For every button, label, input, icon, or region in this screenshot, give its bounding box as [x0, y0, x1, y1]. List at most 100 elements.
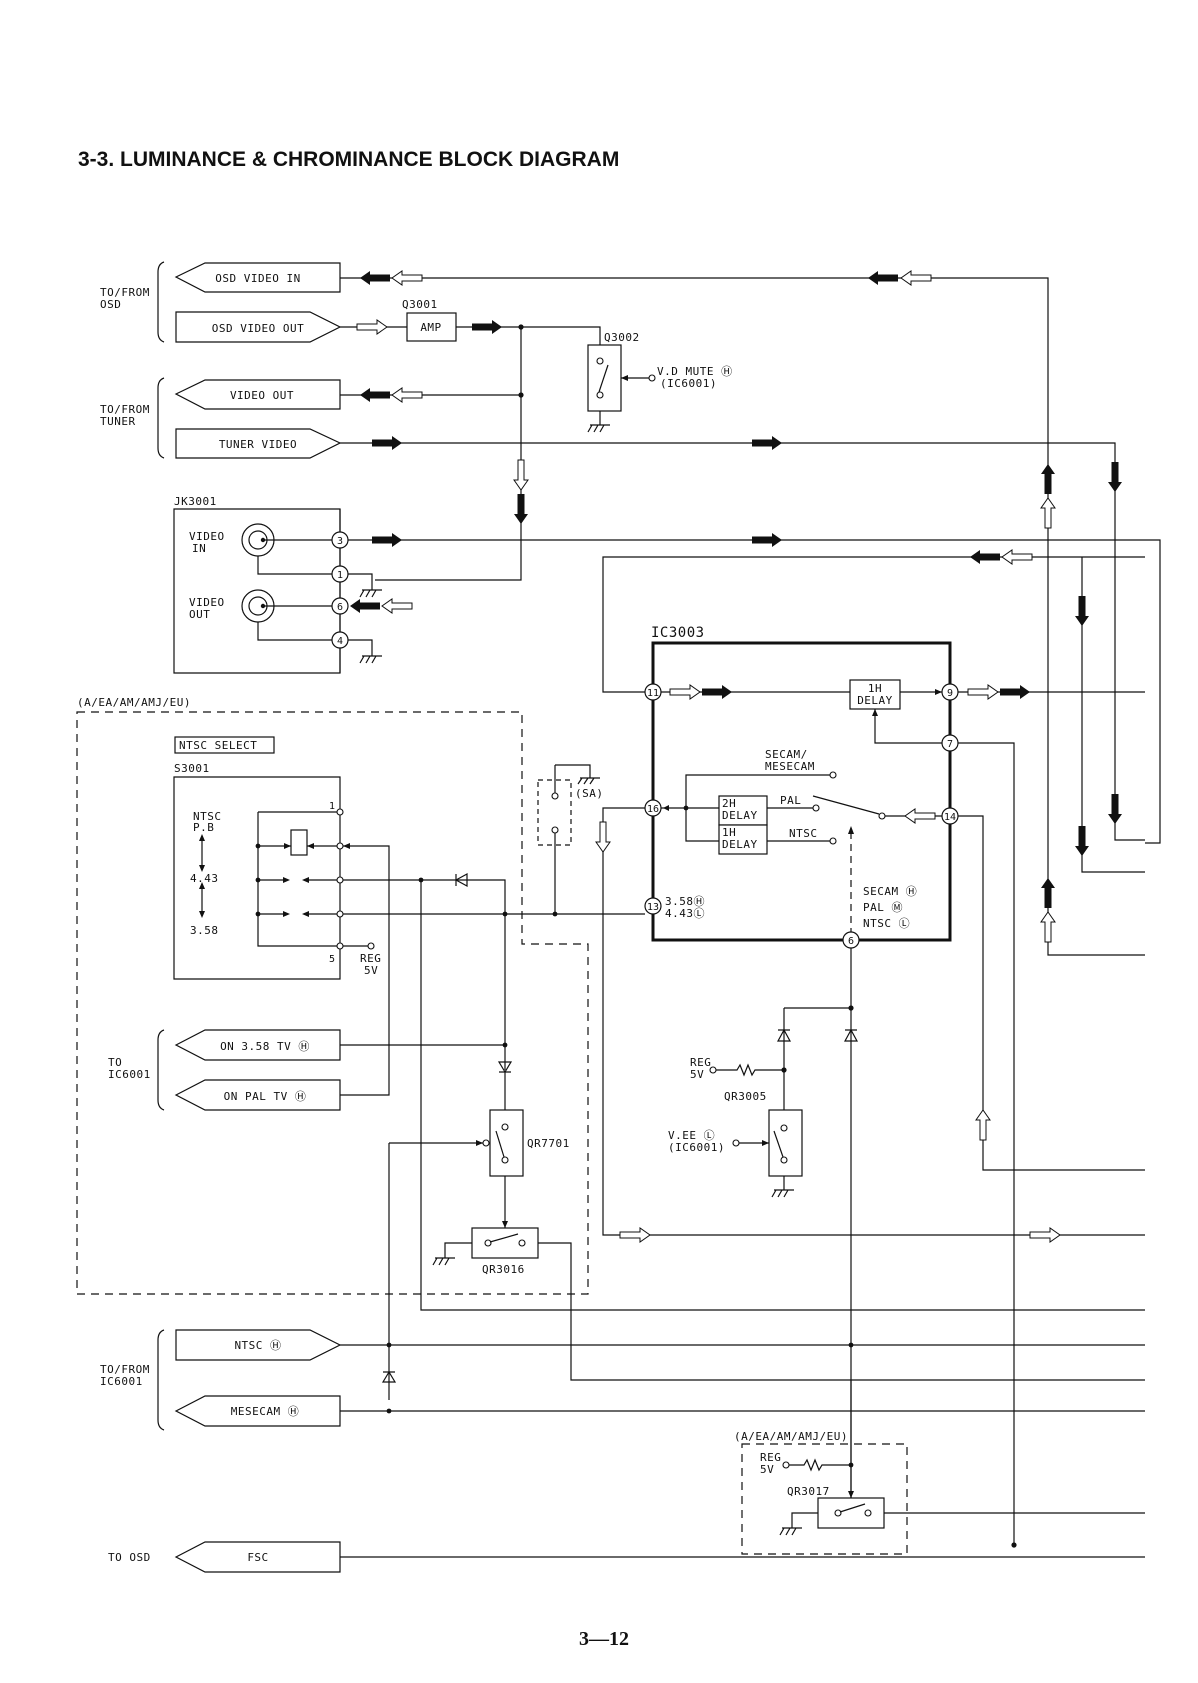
svg-text:NTSC SELECT: NTSC SELECT — [179, 739, 257, 752]
svg-text:1H: 1H — [868, 682, 882, 695]
svg-text:1H: 1H — [722, 826, 736, 839]
group-label-osd-1: TO/FROM — [100, 286, 150, 299]
arrow-hollow-icon — [391, 387, 423, 403]
arrow-black-icon — [868, 271, 898, 285]
arrow-hollow-icon — [1001, 549, 1033, 565]
wire-tuner-video — [340, 442, 1145, 841]
svg-text:P.B: P.B — [193, 821, 214, 834]
svg-text:1: 1 — [337, 570, 343, 581]
ground-icon — [432, 1242, 472, 1266]
svg-text:PAL: PAL — [780, 794, 801, 807]
svg-text:5V: 5V — [760, 1463, 774, 1476]
svg-text:ON 3.58 TV Ⓗ: ON 3.58 TV Ⓗ — [220, 1040, 310, 1053]
svg-text:NTSC: NTSC — [789, 827, 818, 840]
svg-text:11: 11 — [647, 688, 659, 699]
resistor-icon — [789, 1458, 851, 1472]
arrow-black-icon — [360, 271, 390, 285]
svg-text:IN: IN — [192, 542, 206, 555]
svg-text:13: 13 — [647, 902, 659, 913]
svg-text:VIDEO: VIDEO — [189, 530, 225, 543]
svg-text:3.58Ⓗ: 3.58Ⓗ — [665, 895, 705, 908]
svg-text:REG: REG — [690, 1056, 711, 1069]
wire-right-b — [1081, 557, 1145, 873]
svg-text:QR3017: QR3017 — [787, 1485, 830, 1498]
arrow-hollow-icon — [391, 270, 423, 286]
arrow-head — [343, 843, 350, 849]
group-label-osd-2: OSD — [100, 298, 121, 311]
arrow-black-icon — [514, 494, 528, 524]
group-label-to-osd: TO OSD — [108, 1551, 151, 1564]
svg-text:NTSC Ⓗ: NTSC Ⓗ — [234, 1339, 281, 1352]
svg-text:JK3001: JK3001 — [174, 495, 217, 508]
switch-q3002: Q3002 V.D MUTE Ⓗ (IC6001) — [587, 331, 733, 433]
wire-ic-pin14 — [958, 815, 1145, 1171]
wire-ic-pin11 — [602, 556, 1145, 693]
svg-text:DELAY: DELAY — [722, 809, 758, 822]
connector-on-pal-tv: ON PAL TV Ⓗ — [174, 1079, 341, 1111]
arrow-black-icon — [1041, 878, 1055, 908]
svg-text:9: 9 — [947, 688, 953, 699]
arrow-head — [502, 1221, 508, 1228]
group-label-ic6001-2: IC6001 — [108, 1068, 151, 1081]
junction-dot — [386, 1408, 392, 1414]
arrow-black-icon — [472, 320, 502, 334]
switch-s3001[interactable]: NTSC SELECT S3001 NTSC P.B 4.43 3.58 1 5… — [173, 736, 381, 980]
arrow-hollow-icon — [967, 684, 999, 700]
wire-amp-out — [456, 326, 601, 345]
svg-text:5V: 5V — [364, 964, 378, 977]
svg-text:TUNER VIDEO: TUNER VIDEO — [219, 438, 297, 451]
svg-text:V.EE Ⓛ: V.EE Ⓛ — [668, 1129, 715, 1142]
svg-text:5: 5 — [329, 954, 335, 965]
svg-text:DELAY: DELAY — [722, 838, 758, 851]
ground-icon — [771, 1176, 794, 1198]
svg-text:NTSC Ⓛ: NTSC Ⓛ — [863, 917, 910, 930]
connector-mesecam: MESECAM Ⓗ — [174, 1395, 341, 1427]
ground-icon — [348, 639, 382, 664]
svg-text:MESECAM Ⓗ: MESECAM Ⓗ — [231, 1405, 299, 1418]
svg-text:OSD VIDEO IN: OSD VIDEO IN — [215, 272, 300, 285]
region-boundary — [76, 711, 589, 1295]
svg-text:7: 7 — [947, 739, 953, 750]
svg-text:OUT: OUT — [189, 608, 210, 621]
ground-icon — [348, 573, 382, 598]
arrow-black-icon — [970, 550, 1000, 564]
arrow-black-icon — [350, 599, 380, 613]
group-label-ic6001b-1: TO/FROM — [100, 1363, 150, 1376]
switch-qr7701: QR7701 — [389, 1109, 570, 1177]
ground-icon — [779, 1512, 818, 1536]
junction-dot — [1011, 1542, 1017, 1548]
group-label-tuner-2: TUNER — [100, 415, 136, 428]
junction-dot — [502, 911, 508, 917]
svg-text:(IC6001): (IC6001) — [668, 1141, 725, 1154]
arrow-hollow-icon — [1029, 1227, 1061, 1243]
svg-text:OSD VIDEO OUT: OSD VIDEO OUT — [212, 322, 305, 335]
wire-ic-pin7 — [958, 742, 1015, 1545]
svg-text:VIDEO: VIDEO — [189, 596, 225, 609]
region-label-2: (A/EA/AM/AMJ/EU) — [734, 1430, 848, 1443]
jack-jk3001: JK3001 VIDEO IN VIDEO OUT 3 1 6 4 — [173, 495, 382, 674]
svg-text:4.43Ⓛ: 4.43Ⓛ — [665, 907, 705, 920]
arrow-black-icon — [1075, 826, 1089, 856]
svg-text:QR3005: QR3005 — [724, 1090, 767, 1103]
svg-text:3: 3 — [337, 536, 343, 547]
wire-video-bus — [375, 327, 522, 581]
arrow-black-icon — [1108, 794, 1122, 824]
ntsc-select-badge — [174, 736, 275, 754]
diode-icon — [381, 1370, 397, 1383]
svg-text:QR3016: QR3016 — [482, 1263, 525, 1276]
svg-text:QR7701: QR7701 — [527, 1137, 570, 1150]
junction-dot — [502, 1042, 508, 1048]
svg-text:V.D MUTE Ⓗ: V.D MUTE Ⓗ — [657, 365, 733, 378]
svg-text:3.58: 3.58 — [190, 924, 219, 937]
diode-icon — [454, 872, 468, 888]
svg-text:DELAY: DELAY — [857, 694, 893, 707]
ic-ic3003: IC3003 1H DELAY 11 9 7 SECAM/ MESECAM 2H… — [644, 625, 959, 949]
connector-osd-video-in: OSD VIDEO IN — [174, 262, 341, 293]
page-number: 3—12 — [579, 1628, 629, 1650]
svg-text:IC3003: IC3003 — [651, 625, 705, 641]
svg-text:14: 14 — [944, 812, 956, 823]
group-label-tuner-1: TO/FROM — [100, 403, 150, 416]
svg-text:NTSC: NTSC — [193, 810, 222, 823]
svg-text:4: 4 — [337, 636, 343, 647]
